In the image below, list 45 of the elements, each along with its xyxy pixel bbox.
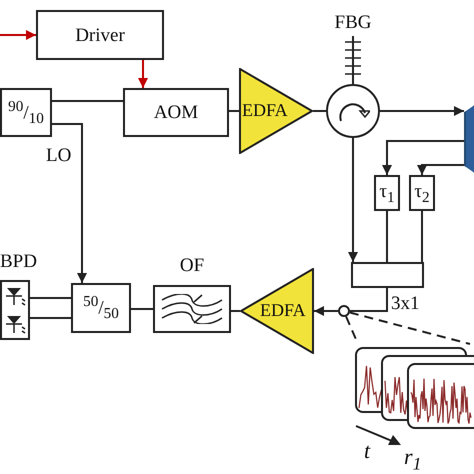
arrow [348,138,358,262]
connector-line [30,317,71,319]
coupler-box [0,88,52,137]
driver-box [36,10,164,60]
component-label: OF [180,256,204,275]
axis-label: t [364,440,370,462]
connector-line [352,36,354,84]
connector-line [350,288,388,312]
arrow [417,164,464,175]
modulator-box [123,88,229,137]
ratio-label: $^{90}$/$_{10}$ [8,98,44,126]
amplifier-triangle [240,268,314,354]
component-label: BPD [0,252,37,271]
amplifier-label: EDFA [260,301,306,319]
arrow [382,140,464,175]
coupler-box [71,283,131,333]
connector-line [313,110,326,112]
arrow [0,30,36,40]
delay-label: τ$_{2}$ [414,182,430,204]
tap-point-circle [338,305,350,317]
delay-label: τ$_{1}$ [379,182,395,204]
combiner-box [351,262,424,288]
circulator-circle [326,84,380,138]
arrow [314,306,338,316]
arrow [138,60,148,88]
axis-label: r$_{1}$ [404,446,422,473]
component-label: 3x1 [391,294,420,313]
connector-line [231,310,240,312]
ratio-label: $^{50}$/$_{50}$ [83,294,119,322]
connector-line [52,100,123,102]
box-label: Driver [75,26,125,44]
delay-box [374,175,400,211]
arrow [52,123,87,283]
box-label: AOM [154,103,198,122]
connector-line [229,110,239,112]
connector-line [386,211,388,262]
connector-line [131,308,153,310]
amplifier-triangle [239,68,313,154]
connector-line [421,211,423,262]
arrow [380,106,464,116]
delay-box [409,175,435,211]
dashed-line [350,312,470,345]
amplifier-label: EDFA [242,101,288,119]
component-label: FBG [334,12,372,33]
connector-line [30,297,71,299]
